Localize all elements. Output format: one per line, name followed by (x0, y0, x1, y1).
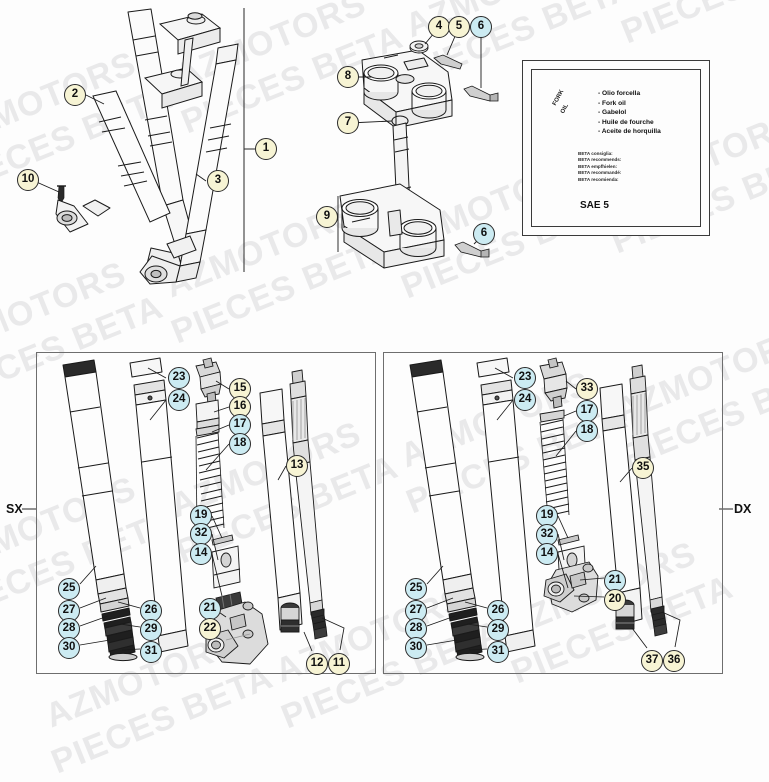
callout-dx35[interactable]: 35 (632, 457, 654, 479)
callout-3[interactable]: 3 (207, 170, 229, 192)
callout-sx12[interactable]: 12 (306, 653, 328, 675)
fork-oil-recommendation-line: BETA recommends: (578, 157, 622, 163)
callout-2[interactable]: 2 (64, 84, 86, 106)
callout-dx17[interactable]: 17 (576, 400, 598, 422)
fork-oil-info-inner-border (531, 69, 701, 227)
callout-sx30[interactable]: 30 (58, 637, 80, 659)
callout-4[interactable]: 4 (428, 16, 450, 38)
callout-dx24[interactable]: 24 (514, 389, 536, 411)
callout-sx23[interactable]: 23 (168, 367, 190, 389)
callout-5[interactable]: 5 (448, 16, 470, 38)
side-label-dx: DX (734, 502, 752, 516)
callout-dx33[interactable]: 33 (576, 378, 598, 400)
fork-oil-recommendation-line: BETA recommandé: (578, 170, 622, 176)
callout-dx23[interactable]: 23 (514, 367, 536, 389)
callout-10[interactable]: 10 (17, 169, 39, 191)
callout-sx18[interactable]: 18 (229, 433, 251, 455)
callout-dx14[interactable]: 14 (536, 543, 558, 565)
callout-dx32[interactable]: 32 (536, 524, 558, 546)
callout-sx29[interactable]: 29 (140, 619, 162, 641)
fork-oil-language-line: - Huile de fourche (598, 118, 654, 126)
callout-dx29[interactable]: 29 (487, 619, 509, 641)
line-art-layer (22, 8, 733, 665)
fork-oil-language-line: - Fork oil (598, 99, 626, 107)
fork-oil-language-line: - Gabelol (598, 109, 627, 117)
callout-9[interactable]: 9 (316, 206, 338, 228)
panel-dx (383, 352, 723, 674)
callout-sx24[interactable]: 24 (168, 389, 190, 411)
fork-oil-language-line: - Aceite de horquilla (598, 128, 661, 136)
callout-sx14[interactable]: 14 (190, 543, 212, 565)
callout-sx31[interactable]: 31 (140, 641, 162, 663)
callout-dx37[interactable]: 37 (641, 650, 663, 672)
callout-6b[interactable]: 6 (473, 223, 495, 245)
fork-oil-grade: SAE 5 (580, 200, 609, 211)
fork-oil-recommendation-line: BETA empfhielen: (578, 163, 618, 169)
callout-dx18[interactable]: 18 (576, 420, 598, 442)
fork-oil-recommendation-line: BETA recomienda: (578, 176, 619, 182)
callout-8[interactable]: 8 (337, 66, 359, 88)
callout-dx36[interactable]: 36 (663, 650, 685, 672)
callout-dx30[interactable]: 30 (405, 637, 427, 659)
fork-oil-language-line: - Olio forcella (598, 90, 641, 97)
callout-dx20[interactable]: 20 (604, 589, 626, 611)
callout-7[interactable]: 7 (337, 112, 359, 134)
callout-sx15[interactable]: 15 (229, 378, 251, 400)
callout-6a[interactable]: 6 (470, 16, 492, 38)
callout-sx25[interactable]: 25 (58, 578, 80, 600)
callout-sx22[interactable]: 22 (199, 618, 221, 640)
callout-dx25[interactable]: 25 (405, 578, 427, 600)
callout-dx31[interactable]: 31 (487, 641, 509, 663)
callout-sx32[interactable]: 32 (190, 523, 212, 545)
side-label-sx: SX (6, 502, 23, 516)
callout-sx13[interactable]: 13 (286, 455, 308, 477)
panel-sx (36, 352, 376, 674)
callout-sx21[interactable]: 21 (199, 598, 221, 620)
callout-1[interactable]: 1 (255, 138, 277, 160)
fork-oil-recommendation-line: BETA consiglia: (578, 151, 613, 156)
callout-sx11[interactable]: 11 (328, 653, 350, 675)
fork-oil-info-box (522, 60, 710, 236)
